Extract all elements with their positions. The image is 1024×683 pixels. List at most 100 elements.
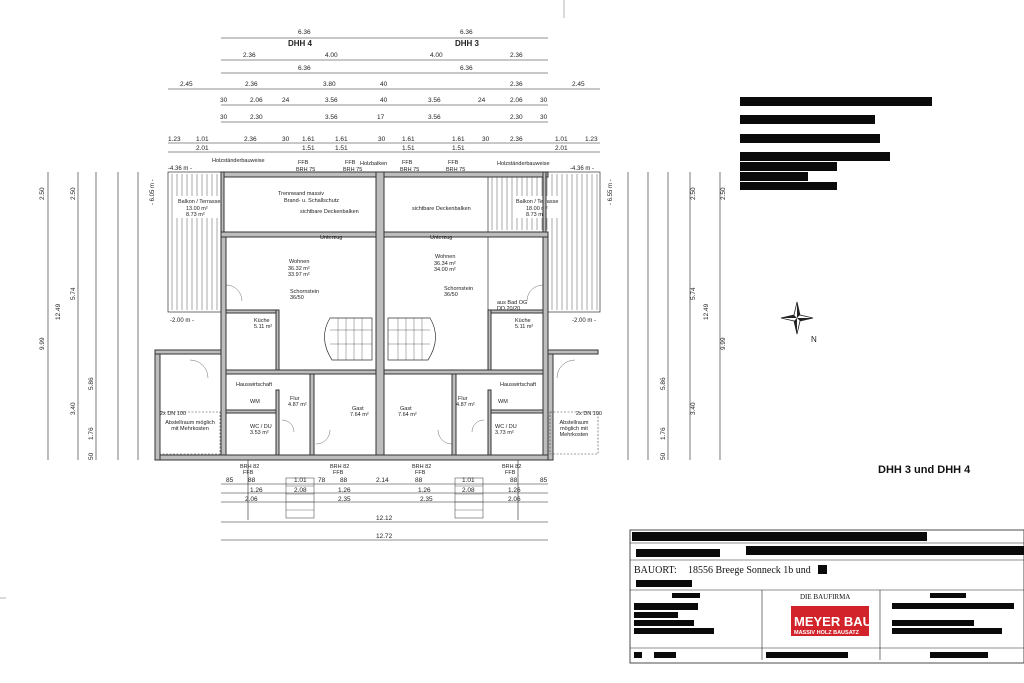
b-r3-2: 2.35 — [338, 496, 351, 503]
b-r1-5: 88 — [340, 477, 348, 484]
elevation-left-top: -4.36 m - — [168, 166, 192, 172]
b-brh-r2: BRH 82 — [502, 464, 521, 470]
elevation-vert-left: - 6.05 m - — [150, 179, 156, 205]
side-dim-r4: 9.99 — [720, 337, 727, 350]
b-r1-2: 88 — [248, 477, 256, 484]
holz-right: Holzständerbauweise — [497, 161, 550, 167]
side-dim-r8: 1.76 — [660, 427, 667, 440]
dim-r6-3: 3.56 — [325, 114, 338, 121]
dim-r4-4: 40 — [380, 81, 388, 88]
holz-mid: Holzbalken — [360, 161, 387, 167]
b-ffb-r1: FFB — [415, 470, 426, 476]
dim-r4-6: 2.45 — [572, 81, 585, 88]
flur-left: Flur — [290, 396, 300, 402]
dim-r7-13: 1.23 — [585, 136, 598, 143]
dim-r4-1: 2.45 — [180, 81, 193, 88]
b-total-2: 12.72 — [376, 533, 393, 540]
b-r1-3: 1.01 — [294, 477, 307, 484]
b-r2-5: 2.08 — [462, 487, 475, 494]
side-dim-l5: 12.49 — [55, 303, 62, 320]
dim-r4-2: 2.36 — [245, 81, 258, 88]
aus-bad: aus Bad OG — [497, 300, 527, 306]
abstellraum-left: Abstellraum möglich mit Mehrkosten — [165, 420, 215, 432]
b-r2-4: 1.26 — [418, 487, 431, 494]
house-label-dhh3: DHH 3 — [455, 39, 480, 48]
win-ffb-2: FFB — [345, 160, 356, 166]
unterzug-right: Unterzug — [430, 235, 452, 241]
dim-r3-1: 6.36 — [298, 65, 311, 72]
balcony-left-area2: 8.73 m² — [186, 212, 205, 218]
b-r3-3: 2.35 — [420, 496, 433, 503]
dim-r5-8: 2.06 — [510, 97, 523, 104]
dn-right: 2x DN 100 — [576, 411, 602, 417]
wc-right: WC / DU — [495, 424, 517, 430]
window-markers-top: FFB BRH 75 FFB BRH 75 FFB BRH 75 FFB BRH… — [212, 158, 550, 173]
dim-r8-1: 2.01 — [196, 145, 209, 152]
b-r1-4: 78 — [318, 477, 326, 484]
wm-right: WM — [498, 399, 508, 405]
compass-rose: N — [780, 301, 817, 344]
dim-r7-1: 1.23 — [168, 136, 181, 143]
wohnen-right-area: 36.34 m² — [434, 261, 456, 267]
building-walls — [154, 171, 599, 461]
balcony-right-label: Balkon / Terrasse — [516, 199, 558, 205]
wm-left: WM — [250, 399, 260, 405]
side-dim-l1: 2.50 — [39, 187, 46, 200]
dim-r5-9: 30 — [540, 97, 548, 104]
side-dim-r2: 2.50 — [690, 187, 697, 200]
dim-overall-left: 6.36 — [298, 29, 311, 36]
dim-r7-10: 30 — [482, 136, 490, 143]
kueche-left-area: 5.11 m² — [254, 324, 272, 330]
win-brh-1: BRH 75 — [296, 167, 315, 173]
side-dim-r3: 5.74 — [690, 287, 697, 300]
flur-right-area: 4.87 m² — [456, 402, 475, 408]
compass-north-label: N — [811, 335, 817, 344]
dim-r8-4: 1.51 — [402, 145, 415, 152]
b-brh-r1: BRH 82 — [412, 464, 431, 470]
gast-right: Gast — [400, 406, 412, 412]
dim-r5-3: 24 — [282, 97, 290, 104]
kueche-left: Küche — [254, 318, 270, 324]
side-dimension-chains-left: 2.50 2.50 5.74 9.99 12.49 3.40 5.86 1.76… — [39, 172, 139, 460]
balcony-right-area: 18.00 m² — [526, 206, 548, 212]
side-dim-l9: 50 — [88, 452, 95, 460]
flur-right: Flur — [458, 396, 468, 402]
wc-right-area: 3.73 m² — [495, 430, 514, 436]
logo-sub: MASSIV HOLZ BAUSATZ — [794, 630, 860, 636]
b-r2-2: 2.08 — [294, 487, 307, 494]
dim-r2-2: 4.00 — [325, 52, 338, 59]
b-r1-1: 85 — [226, 477, 234, 484]
wohnen-left-area: 36.32 m² — [288, 266, 310, 272]
dim-r4-3: 3.80 — [323, 81, 336, 88]
abstellraum-right-box: Abstellraum möglich mit Mehrkosten — [559, 420, 588, 438]
dim-r5-2: 2.06 — [250, 97, 263, 104]
wohnen-right: Wohnen — [435, 254, 455, 260]
dim-r6-5: 3.56 — [428, 114, 441, 121]
dim-r8-5: 1.51 — [452, 145, 465, 152]
side-dim-l3: 5.74 — [70, 287, 77, 300]
win-ffb-3: FFB — [402, 160, 413, 166]
drawing-title: DHH 3 und DHH 4 — [878, 464, 971, 476]
elevation-right-mid: -2.00 m - — [572, 318, 596, 324]
gast-left: Gast — [352, 406, 364, 412]
b-r1-6: 2.14 — [376, 477, 389, 484]
dim-r7-8: 1.61 — [402, 136, 415, 143]
wohnen-left: Wohnen — [289, 259, 309, 265]
holz-left: Holzständerbauweise — [212, 158, 265, 164]
logo-main: MEYER BAU — [794, 614, 872, 629]
dim-r7-11: 2.36 — [510, 136, 523, 143]
dim-r7-7: 30 — [378, 136, 386, 143]
wc-left-area: 3.53 m² — [250, 430, 269, 436]
dim-r7-3: 2.36 — [244, 136, 257, 143]
trennwand-label: Trennwand massiv — [278, 191, 324, 197]
dim-overall-right: 6.36 — [460, 29, 473, 36]
schornstein-right-dim: 36/50 — [444, 292, 458, 298]
sichtbare-left: sichtbare Deckenbalken — [300, 209, 359, 215]
balcony-right-area2: 8.73 m² — [526, 212, 545, 218]
aus-bad-dim: DD 20/20 — [497, 306, 520, 312]
staircase-left — [324, 317, 373, 361]
b-ffb-r2: FFB — [505, 470, 516, 476]
b-r3-4: 2.06 — [508, 496, 521, 503]
dim-r5-1: 30 — [220, 97, 228, 104]
